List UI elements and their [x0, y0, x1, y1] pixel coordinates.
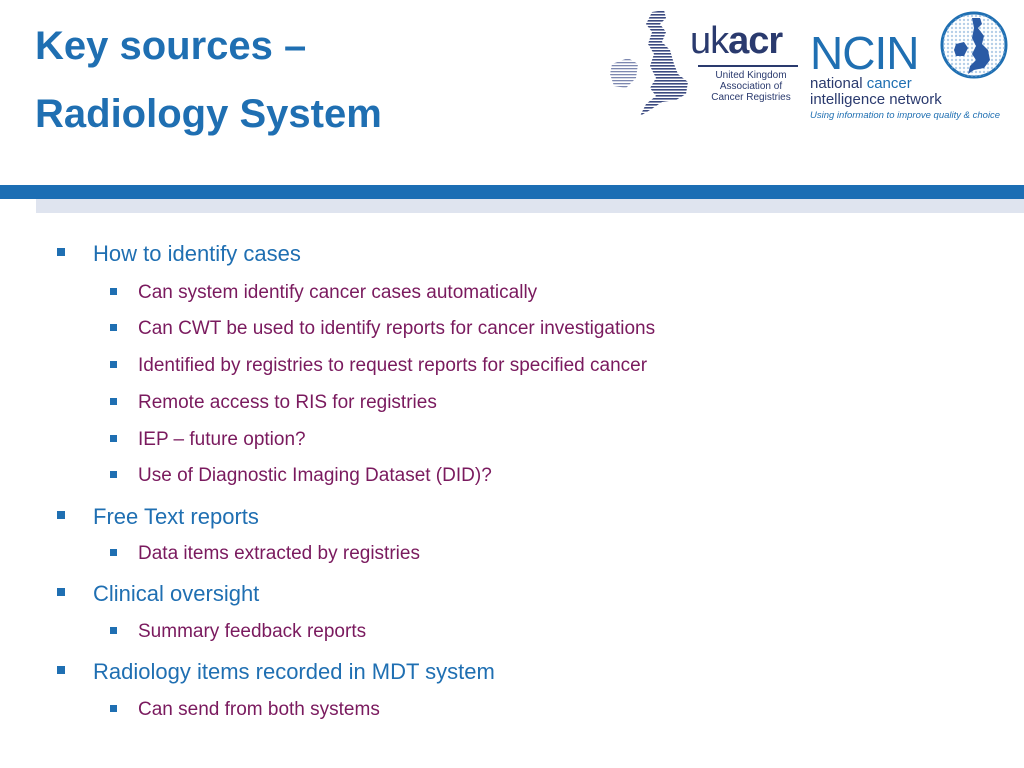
sub-bullet-item: Can send from both systems [138, 699, 380, 720]
bullet-item: Radiology items recorded in MDT system [93, 659, 495, 684]
bullet-item: How to identify cases [93, 241, 301, 266]
ukacr-divider [698, 65, 798, 67]
slide-title-line-1: Key sources – [35, 24, 307, 68]
sub-bullet-marker [110, 398, 117, 405]
sub-bullet-item: Data items extracted by registries [138, 543, 420, 564]
ukacr-subtitle: United Kingdom Association of Cancer Reg… [711, 70, 791, 103]
bullet-item: Clinical oversight [93, 581, 260, 606]
ncin-slogan: Using information to improve quality & c… [810, 110, 1001, 121]
ncin-logo: NCIN national cancer intelligence networ… [806, 8, 1016, 124]
sub-bullet-item: Identified by registries to request repo… [138, 355, 648, 376]
ncin-tagline-line-1: national cancer [810, 75, 912, 92]
ukacr-logo: ukacr United Kingdom Association of Canc… [606, 8, 802, 120]
sub-bullet-marker [110, 627, 117, 634]
ncin-tagline-line-2: intelligence network [810, 91, 942, 108]
sub-bullet-marker [110, 705, 117, 712]
sub-bullet-item: Use of Diagnostic Imaging Dataset (DID)? [138, 465, 492, 486]
bullet-marker [57, 666, 65, 674]
slide-title-line-2: Radiology System [35, 92, 382, 136]
uk-map-icon [610, 10, 688, 116]
header-divider-light [36, 199, 1024, 213]
sub-bullet-marker [110, 549, 117, 556]
sub-bullet-item: Remote access to RIS for registries [138, 392, 437, 413]
sub-bullet-marker [110, 288, 117, 295]
ncin-wordmark: NCIN [810, 27, 919, 79]
bullet-marker [57, 588, 65, 596]
sub-bullet-item: IEP – future option? [138, 429, 306, 450]
sub-bullet-item: Can system identify cancer cases automat… [138, 282, 538, 303]
sub-bullet-marker [110, 324, 117, 331]
sub-bullet-marker [110, 471, 117, 478]
sub-bullet-item: Summary feedback reports [138, 621, 367, 642]
bullet-item: Free Text reports [93, 504, 259, 529]
ukacr-wordmark: ukacr [690, 20, 783, 62]
bullet-marker [57, 248, 65, 256]
globe-uk-icon [940, 11, 1008, 79]
bullet-marker [57, 511, 65, 519]
sub-bullet-marker [110, 435, 117, 442]
sub-bullet-item: Can CWT be used to identify reports for … [138, 318, 656, 339]
sub-bullet-marker [110, 361, 117, 368]
header-divider-dark [0, 185, 1024, 199]
